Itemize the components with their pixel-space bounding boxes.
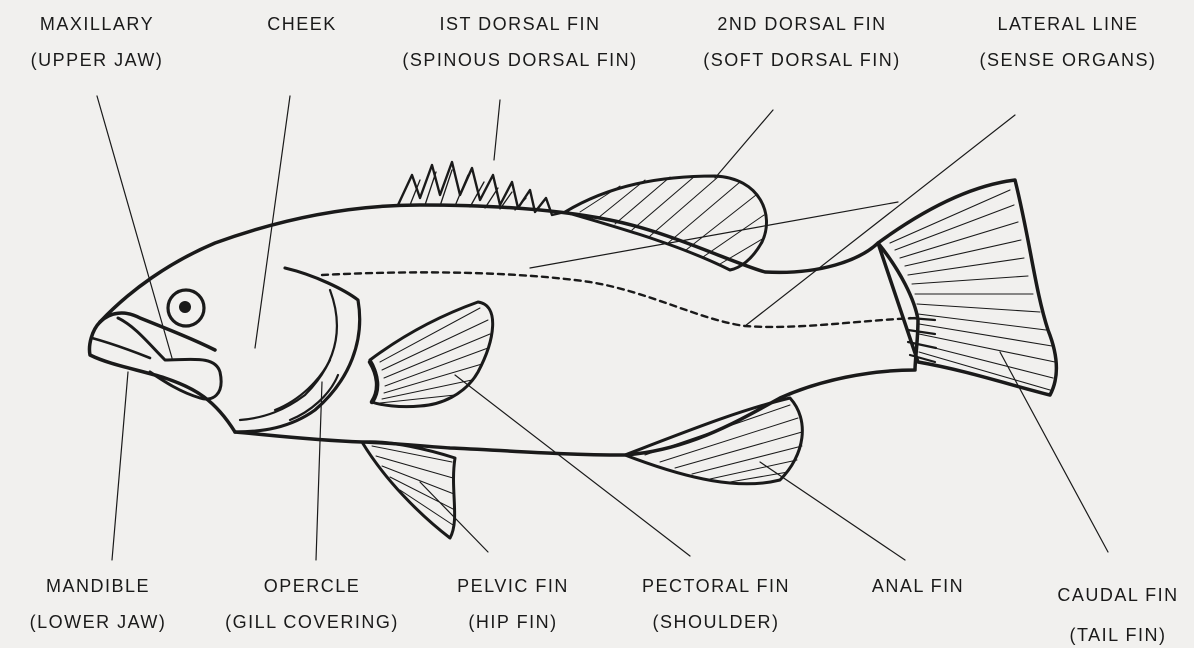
- label-anal: ANAL FIN: [872, 568, 964, 604]
- leader-dorsal1: [494, 100, 500, 160]
- label-maxillary-name: MAXILLARY: [31, 6, 164, 42]
- label-dorsal2-note: (SOFT DORSAL FIN): [703, 42, 901, 78]
- label-dorsal1-name: IST DORSAL FIN: [402, 6, 637, 42]
- mouth-gap: [92, 338, 150, 358]
- preopercle-edge: [240, 290, 337, 420]
- leader-anal: [760, 462, 905, 560]
- label-pelvic-name: PELVIC FIN: [457, 568, 569, 604]
- label-opercle: OPERCLE (GILL COVERING): [225, 568, 399, 640]
- lateral-line: [322, 272, 918, 327]
- eye-pupil: [179, 301, 191, 313]
- label-caudal: CAUDAL FIN (TAIL FIN): [1057, 575, 1178, 648]
- label-pectoral: PECTORAL FIN (SHOULDER): [642, 568, 790, 640]
- label-lateral-note: (SENSE ORGANS): [979, 42, 1156, 78]
- pectoral-fin-outline: [370, 302, 493, 407]
- leader-mandible: [112, 372, 128, 560]
- label-anal-name: ANAL FIN: [872, 568, 964, 604]
- label-maxillary-note: (UPPER JAW): [31, 42, 164, 78]
- label-opercle-note: (GILL COVERING): [225, 604, 399, 640]
- label-dorsal1: IST DORSAL FIN (SPINOUS DORSAL FIN): [402, 6, 637, 78]
- label-pelvic: PELVIC FIN (HIP FIN): [457, 568, 569, 640]
- label-dorsal2: 2ND DORSAL FIN (SOFT DORSAL FIN): [703, 6, 901, 78]
- label-pelvic-note: (HIP FIN): [457, 604, 569, 640]
- label-pectoral-note: (SHOULDER): [642, 604, 790, 640]
- label-lateral: LATERAL LINE (SENSE ORGANS): [979, 6, 1156, 78]
- leader-maxillary: [97, 96, 172, 358]
- leader-dorsal2: [715, 110, 773, 178]
- label-pectoral-name: PECTORAL FIN: [642, 568, 790, 604]
- opercle-edge: [235, 268, 360, 432]
- label-mandible-note: (LOWER JAW): [30, 604, 167, 640]
- lower-jaw: [89, 322, 235, 432]
- label-dorsal1-note: (SPINOUS DORSAL FIN): [402, 42, 637, 78]
- label-lateral-name: LATERAL LINE: [979, 6, 1156, 42]
- label-cheek: CHEEK: [267, 6, 337, 42]
- label-opercle-name: OPERCLE: [225, 568, 399, 604]
- caudal-fin-outline: [878, 180, 1057, 395]
- label-mandible-name: MANDIBLE: [30, 568, 167, 604]
- anal-fin-outline: [625, 398, 802, 484]
- label-dorsal2-name: 2ND DORSAL FIN: [703, 6, 901, 42]
- label-maxillary: MAXILLARY (UPPER JAW): [31, 6, 164, 78]
- label-cheek-name: CHEEK: [267, 6, 337, 42]
- label-caudal-name: CAUDAL FIN: [1057, 575, 1178, 615]
- label-mandible: MANDIBLE (LOWER JAW): [30, 568, 167, 640]
- label-caudal-note: (TAIL FIN): [1057, 615, 1178, 648]
